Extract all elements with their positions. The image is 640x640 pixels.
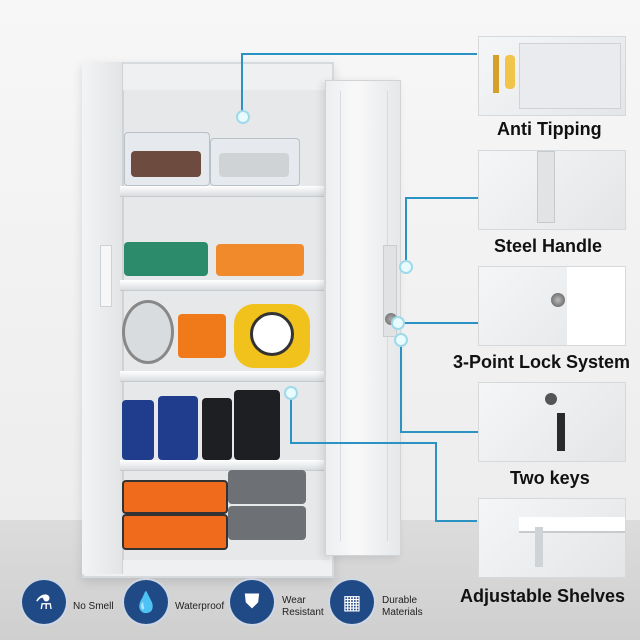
callout-line-lock	[398, 322, 479, 324]
callout-line-steel-handle	[405, 197, 479, 199]
screw-icon	[493, 55, 499, 93]
towels	[219, 153, 289, 177]
callout-line-shelves-down	[435, 442, 437, 520]
key-ring-icon	[545, 393, 557, 405]
shelf-4	[120, 460, 324, 471]
no-smell-label: No Smell	[73, 601, 114, 612]
callout-line-anti-tipping-vertical	[241, 53, 243, 113]
anchor-plug-icon	[505, 55, 515, 89]
two-keys-label: Two keys	[510, 468, 590, 488]
door-edge	[567, 267, 625, 345]
lock-system-panel	[478, 266, 626, 346]
shelf-bracket-icon	[535, 527, 543, 567]
storage-bin-left	[124, 132, 210, 186]
key-icon	[557, 413, 565, 451]
callout-dot-keys	[394, 333, 408, 347]
left-door-handle	[100, 245, 112, 307]
door-panel-strip	[340, 91, 388, 541]
oil-bottle-2	[158, 396, 198, 460]
lock-cylinder-icon	[551, 293, 565, 307]
oil-bottle-1	[122, 400, 154, 460]
callout-dot-anti-tipping	[236, 110, 250, 124]
green-power-tool	[124, 242, 208, 276]
callout-line-keys	[400, 431, 479, 433]
callout-line-shelves	[290, 442, 435, 444]
anti-tipping-label: Anti Tipping	[497, 119, 602, 139]
shelf-icon	[519, 517, 625, 533]
tool-case-bottom	[122, 514, 228, 550]
anti-tipping-panel	[478, 36, 626, 116]
callout-line-steel-handle-vertical	[405, 197, 407, 267]
feature-badges: ⚗ No Smell 💧 Waterproof ⛊ Wear Resistant…	[0, 574, 640, 640]
yellow-fan	[234, 304, 310, 368]
callout-dot-steel-handle	[399, 260, 413, 274]
shelf-3	[120, 371, 324, 382]
callout-line-anti-tipping	[241, 53, 477, 55]
callout-line-keys-vertical	[400, 339, 402, 431]
two-keys-panel	[478, 382, 626, 462]
steel-handle-icon	[537, 151, 555, 223]
gray-storage-box-top	[228, 470, 306, 504]
wall-anchor-icon	[519, 43, 621, 109]
oil-bottle-3	[202, 398, 232, 460]
folded-cloth	[131, 151, 201, 177]
wear-resistant-icon: ⛊	[230, 580, 274, 624]
waterproof-icon: 💧	[124, 580, 168, 624]
orange-tool-tray	[216, 244, 304, 276]
storage-bin-right	[210, 138, 300, 186]
lock-system-label: 3-Point Lock System	[453, 352, 631, 372]
shelf-1	[120, 186, 324, 197]
callout-dot-shelves	[284, 386, 298, 400]
callout-dot-lock	[391, 316, 405, 330]
shelf-2	[120, 280, 324, 291]
gray-storage-box-bottom	[228, 506, 306, 540]
no-smell-icon: ⚗	[22, 580, 66, 624]
left-door	[82, 62, 123, 574]
adjustable-shelves-panel	[478, 498, 626, 578]
durable-materials-icon: ▦	[330, 580, 374, 624]
adjustable-shelves-label: Adjustable Shelves	[460, 586, 626, 606]
waterproof-label: Waterproof	[175, 601, 225, 612]
oil-bottle-4	[234, 390, 280, 460]
callout-line-shelves-vertical	[290, 392, 292, 442]
circular-saw	[122, 300, 174, 364]
fan-face	[250, 312, 294, 356]
tool-case-top	[122, 480, 228, 514]
orange-tool	[178, 314, 226, 358]
steel-handle-label: Steel Handle	[494, 236, 603, 256]
wear-resistant-label: Wear Resistant	[282, 595, 324, 618]
durable-materials-label: Durable Materials	[382, 595, 423, 618]
callout-line-shelves-end	[435, 520, 477, 522]
steel-handle-panel	[478, 150, 626, 230]
